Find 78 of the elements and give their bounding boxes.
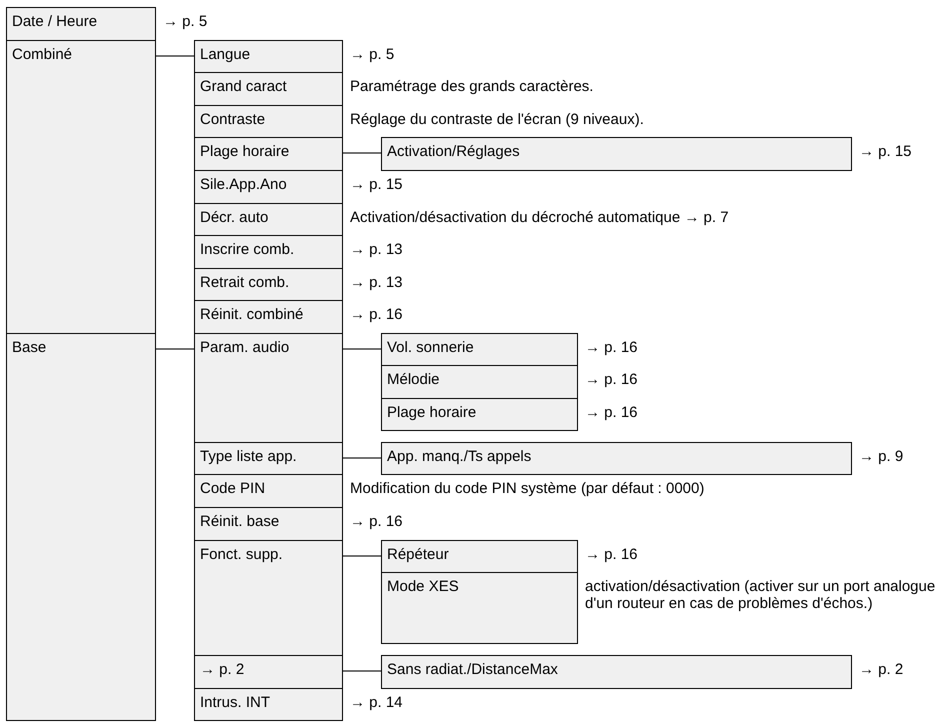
menu-cell bbox=[381, 572, 578, 644]
menu-item-label: Vol. sonnerie bbox=[387, 339, 475, 356]
menu-cell bbox=[194, 474, 343, 508]
menu-cell bbox=[194, 235, 343, 269]
menu-item-label: Langue bbox=[200, 46, 252, 64]
menu-item-label: Mélodie bbox=[387, 371, 441, 388]
menu-item-label: Type liste app. bbox=[200, 448, 298, 466]
menu-item-label: Fonct. supp. bbox=[200, 546, 284, 564]
menu-item-label: App. manq./Ts appels bbox=[387, 448, 532, 466]
menu-item-label: Inscrire comb. bbox=[200, 241, 296, 258]
menu-item-label: Répéteur bbox=[387, 546, 450, 564]
description-text: Réglage du contraste de l'écran (9 niveaux). bbox=[350, 111, 644, 128]
menu-cell bbox=[381, 398, 578, 431]
connector-line bbox=[342, 670, 382, 672]
menu-cell bbox=[194, 540, 343, 656]
menu-item-label: Réinit. base bbox=[200, 513, 280, 530]
menu-cell bbox=[194, 655, 343, 689]
menu-cell bbox=[194, 442, 343, 475]
menu-cell bbox=[194, 40, 343, 73]
page-reference: → p. 16 bbox=[350, 513, 403, 530]
page-reference: → p. 16 bbox=[585, 404, 638, 422]
menu-item-label: Décr. auto bbox=[200, 209, 270, 226]
menu-item-label: Mode XES bbox=[387, 578, 460, 596]
page-reference: → p. 16 bbox=[585, 546, 638, 564]
menu-item-label: Intrus. INT bbox=[200, 694, 272, 712]
page-reference: → p. 2 bbox=[859, 661, 904, 678]
menu-cell bbox=[194, 137, 343, 171]
menu-item-label: Grand caract bbox=[200, 78, 288, 96]
menu-item-label: Base bbox=[12, 339, 48, 356]
page-reference: → p. 14 bbox=[350, 694, 403, 712]
menu-cell bbox=[381, 365, 578, 399]
menu-item-label: Combiné bbox=[12, 46, 74, 64]
menu-item-label: Contraste bbox=[200, 111, 266, 128]
menu-item-label: Plage horaire bbox=[387, 404, 478, 422]
menu-cell bbox=[194, 300, 343, 334]
page-reference: → p. 16 bbox=[585, 339, 638, 356]
page-reference: → p. 16 bbox=[350, 306, 403, 324]
menu-item-label: Param. audio bbox=[200, 339, 290, 356]
menu-item-label: Retrait comb. bbox=[200, 274, 290, 292]
menu-cell bbox=[381, 333, 578, 366]
page-reference: → p. 15 bbox=[859, 143, 912, 160]
description-text: Paramétrage des grands caractères. bbox=[350, 78, 594, 96]
page-reference: → p. 13 bbox=[350, 241, 403, 258]
menu-cell bbox=[194, 105, 343, 138]
description-text: Modification du code PIN système (par défaut : 0000) bbox=[350, 480, 704, 498]
menu-cell bbox=[381, 137, 852, 171]
menu-item-label: Date / Heure bbox=[12, 13, 98, 30]
menu-cell bbox=[194, 507, 343, 541]
menu-cell bbox=[6, 40, 156, 334]
menu-cell bbox=[194, 688, 343, 721]
description-text: Activation/désactivation du décroché automatique → p. 7 bbox=[350, 209, 729, 226]
menu-cell bbox=[194, 268, 343, 301]
menu-item-label: Code PIN bbox=[200, 480, 266, 498]
page-reference: → p. 9 bbox=[859, 448, 904, 466]
connector-line bbox=[342, 152, 382, 154]
page-reference: → p. 5 bbox=[350, 46, 394, 64]
page-reference: → p. 13 bbox=[350, 274, 403, 292]
menu-cell bbox=[6, 333, 156, 721]
menu-cell bbox=[381, 655, 852, 689]
page-reference: → p. 5 bbox=[163, 13, 208, 30]
menu-cell bbox=[6, 7, 156, 41]
connector-line bbox=[342, 348, 382, 350]
menu-item-label: Activation/Réglages bbox=[387, 143, 521, 160]
menu-cell bbox=[194, 170, 343, 204]
page-reference: → p. 15 bbox=[350, 176, 403, 194]
description-text: activation/désactivation (activer sur un port analogue d'un routeur en cas de problèmes d'échos.) bbox=[585, 578, 936, 612]
connector-line bbox=[154, 348, 194, 350]
menu-cell bbox=[381, 540, 578, 573]
page-reference: → p. 16 bbox=[585, 371, 638, 388]
menu-item-label: Sans radiat./DistanceMax bbox=[387, 661, 559, 678]
menu-cell bbox=[381, 442, 852, 475]
menu-item-label: Réinit. combiné bbox=[200, 306, 304, 324]
menu-item-label: Plage horaire bbox=[200, 143, 290, 160]
menu-cell bbox=[194, 333, 343, 443]
menu-cell bbox=[194, 203, 343, 236]
menu-item-label: Sile.App.Ano bbox=[200, 176, 288, 194]
menu-cell bbox=[194, 72, 343, 106]
menu-item-label: → p. 2 bbox=[200, 661, 246, 678]
